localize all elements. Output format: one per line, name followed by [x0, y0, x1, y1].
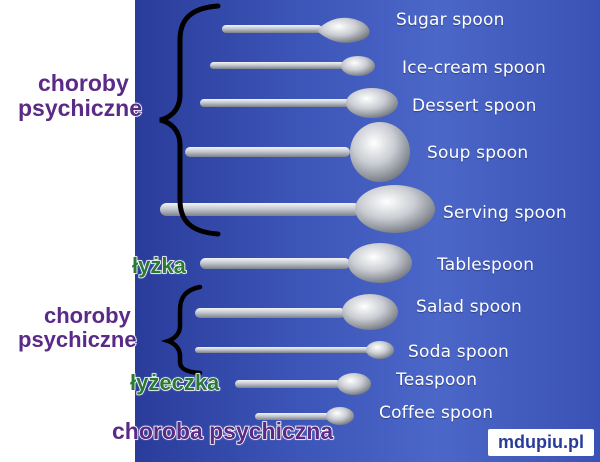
label-ice-cream-spoon: Ice-cream spoon	[402, 58, 546, 78]
salad-spoon-shape	[195, 294, 398, 330]
soda-spoon-shape	[195, 341, 394, 359]
ice-cream-spoon-shape	[210, 56, 375, 76]
caption-lyzeczka: łyżeczka	[129, 370, 220, 396]
sugar-spoon-shape	[222, 17, 370, 43]
label-teaspoon: Teaspoon	[396, 370, 478, 390]
dessert-spoon-shape	[200, 88, 398, 118]
label-dessert-spoon: Dessert spoon	[412, 96, 537, 116]
caption-bottom: choroba psychiczna	[111, 417, 334, 445]
caption-top-line1: choroby	[37, 69, 129, 97]
label-sugar-spoon: Sugar spoon	[396, 10, 505, 30]
caption-lyzka: łyżka	[131, 253, 186, 279]
soup-spoon-shape	[185, 122, 410, 182]
caption-mid-line1: choroby	[43, 303, 131, 329]
tablespoon-shape	[200, 243, 412, 283]
label-soda-spoon: Soda spoon	[408, 342, 510, 362]
teaspoon-shape	[235, 373, 371, 395]
label-salad-spoon: Salad spoon	[416, 297, 522, 317]
caption-top-line2: psychiczne	[17, 94, 143, 122]
label-tablespoon: Tablespoon	[437, 255, 535, 275]
watermark: mdupiu.pl	[488, 429, 594, 456]
serving-spoon-shape	[160, 185, 435, 233]
label-serving-spoon: Serving spoon	[443, 203, 567, 223]
caption-mid-line2: psychiczne	[17, 327, 137, 353]
label-soup-spoon: Soup spoon	[427, 143, 529, 163]
coffee-spoon-shape	[255, 407, 354, 425]
label-coffee-spoon: Coffee spoon	[379, 403, 494, 423]
